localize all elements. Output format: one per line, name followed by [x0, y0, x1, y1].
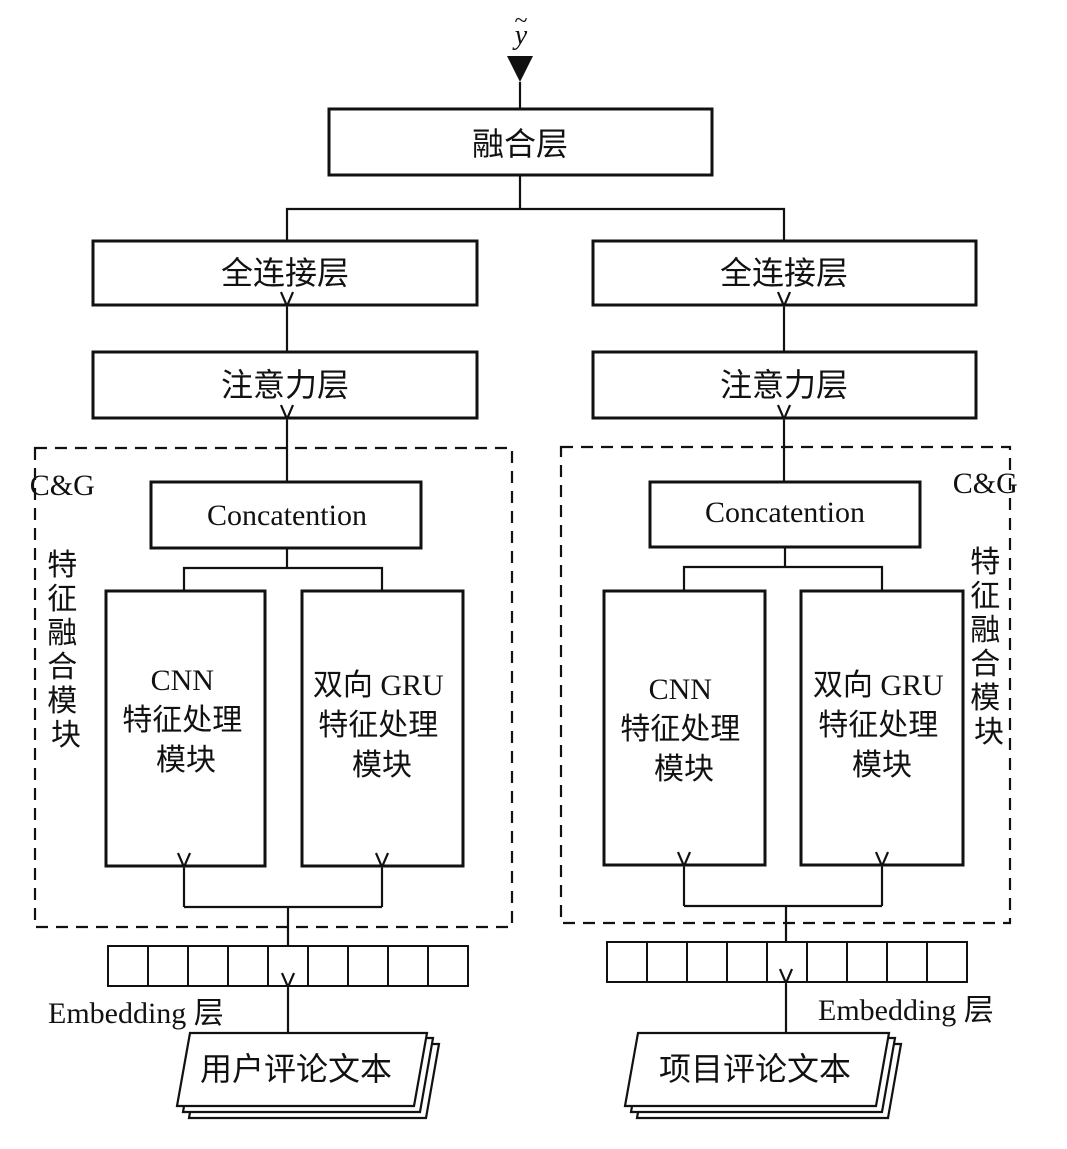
left-cg-module-label: C&G 特 征 融 合 模 块 — [30, 469, 103, 752]
right-modules-to-concat-connector — [682, 547, 884, 591]
left-cnn-module-label-line: CNN — [151, 664, 214, 697]
right-cg-module-label-line: 块 — [974, 716, 1004, 749]
left-cnn-module-label-line: 模块 — [156, 744, 216, 777]
document-sheet — [175, 1031, 429, 1108]
left-embedding-split-connector — [184, 905, 382, 946]
left-cnn-module-label-line: 特征处理 — [122, 704, 242, 737]
left-concat-label: Concatention — [207, 499, 367, 532]
embedding-cell — [606, 941, 648, 983]
left-gru-module-box — [300, 589, 465, 868]
left-gru-module-label-line: 模块 — [352, 749, 412, 782]
embedding-cell — [926, 941, 968, 983]
embedding-cell — [766, 941, 808, 983]
right-embedding-split-connector — [684, 904, 882, 942]
right-gru-module-label-line: 双向 GRU — [813, 669, 944, 702]
document-sheet — [623, 1031, 891, 1108]
left-cg-module-label-line: 块 — [51, 719, 81, 752]
embedding-cell — [107, 945, 149, 987]
embedding-cell — [686, 941, 728, 983]
embedding-cell — [307, 945, 349, 987]
left-cg-module-label-line: 合 — [47, 651, 77, 684]
right-cnn-module-label-line: CNN — [649, 673, 712, 706]
embedding-cell — [846, 941, 888, 983]
left-gru-module-label-line: 双向 GRU — [313, 669, 444, 702]
left-cg-module-label-line: 征 — [47, 583, 77, 616]
right-embedding-label: Embedding 层 — [818, 994, 994, 1027]
right-cg-module-label-line: 征 — [970, 580, 1000, 613]
left-cg-module-label-line: 特 — [47, 549, 77, 582]
right-gru-module-box — [799, 589, 965, 867]
left-embedding-label: Embedding 层 — [48, 997, 224, 1030]
left-embedding-cells — [107, 945, 469, 987]
right-embedding-cells — [606, 941, 968, 983]
right-cg-module-label-line: 合 — [970, 648, 1000, 681]
right-cnn-module-label: CNN 特征处理 模块 — [620, 673, 748, 786]
right-cg-module-label: C&G 特 征 融 合 模 块 — [953, 467, 1026, 749]
left-input-label: 用户评论文本 — [200, 1051, 392, 1087]
embedding-cell — [646, 941, 688, 983]
embedding-cell — [187, 945, 229, 987]
right-gru-module-label-line: 特征处理 — [818, 709, 938, 742]
right-input-document-stack — [623, 1031, 903, 1120]
left-cg-module-label-line: 模 — [47, 685, 77, 718]
embedding-cell — [347, 945, 389, 987]
left-cnn-module-label: CNN 特征处理 模块 — [122, 664, 250, 777]
right-cg-module-label-line: 特 — [970, 546, 1000, 579]
left-gru-module-label-line: 特征处理 — [318, 709, 438, 742]
right-gru-module-label-line: 模块 — [852, 749, 912, 782]
right-cg-module-label-line: 融 — [970, 614, 1000, 647]
left-attention-layer-label: 注意力层 — [221, 367, 349, 403]
left-modules-to-concat-connector — [182, 548, 384, 591]
right-input-label: 项目评论文本 — [659, 1051, 851, 1087]
fusion-layer-box — [327, 107, 714, 177]
right-cnn-module-label-line: 模块 — [654, 753, 714, 786]
output-symbol: y — [512, 20, 528, 51]
right-cg-module-label-line: 模 — [970, 682, 1000, 715]
embedding-cell — [387, 945, 429, 987]
output-node: ~ y — [512, 8, 528, 51]
fusion-layer-label: 融合层 — [472, 126, 568, 162]
output-tilde: ~ — [515, 8, 528, 34]
right-branch: 全连接层 注意力层 C&G 特 征 融 合 模 块 Concatention C… — [559, 239, 1026, 1120]
embedding-cell — [147, 945, 189, 987]
right-cnn-module-label-line: 特征处理 — [620, 713, 740, 746]
right-fc-layer-label: 全连接层 — [720, 255, 848, 291]
left-gru-module-label: 双向 GRU 特征处理 模块 — [313, 669, 451, 782]
left-branch: 全连接层 注意力层 C&G 特 征 融 合 模 块 Concatention C… — [30, 239, 514, 1120]
embedding-cell — [886, 941, 928, 983]
left-input-document-stack — [175, 1031, 441, 1120]
left-cg-module-label-line: C&G — [30, 469, 95, 502]
right-gru-module-label: 双向 GRU 特征处理 模块 — [813, 669, 951, 782]
embedding-cell — [806, 941, 848, 983]
embedding-cell — [427, 945, 469, 987]
right-concat-box — [648, 480, 922, 549]
right-cg-module-label-line: C&G — [953, 467, 1018, 500]
embedding-cell — [227, 945, 269, 987]
right-attention-layer-label: 注意力层 — [720, 367, 848, 403]
left-fc-layer-label: 全连接层 — [221, 255, 349, 291]
right-concat-label: Concatention — [705, 496, 865, 529]
fusion-connector — [285, 175, 786, 241]
left-cg-module-label-line: 融 — [47, 617, 77, 650]
embedding-cell — [726, 941, 768, 983]
embedding-cell — [267, 945, 309, 987]
